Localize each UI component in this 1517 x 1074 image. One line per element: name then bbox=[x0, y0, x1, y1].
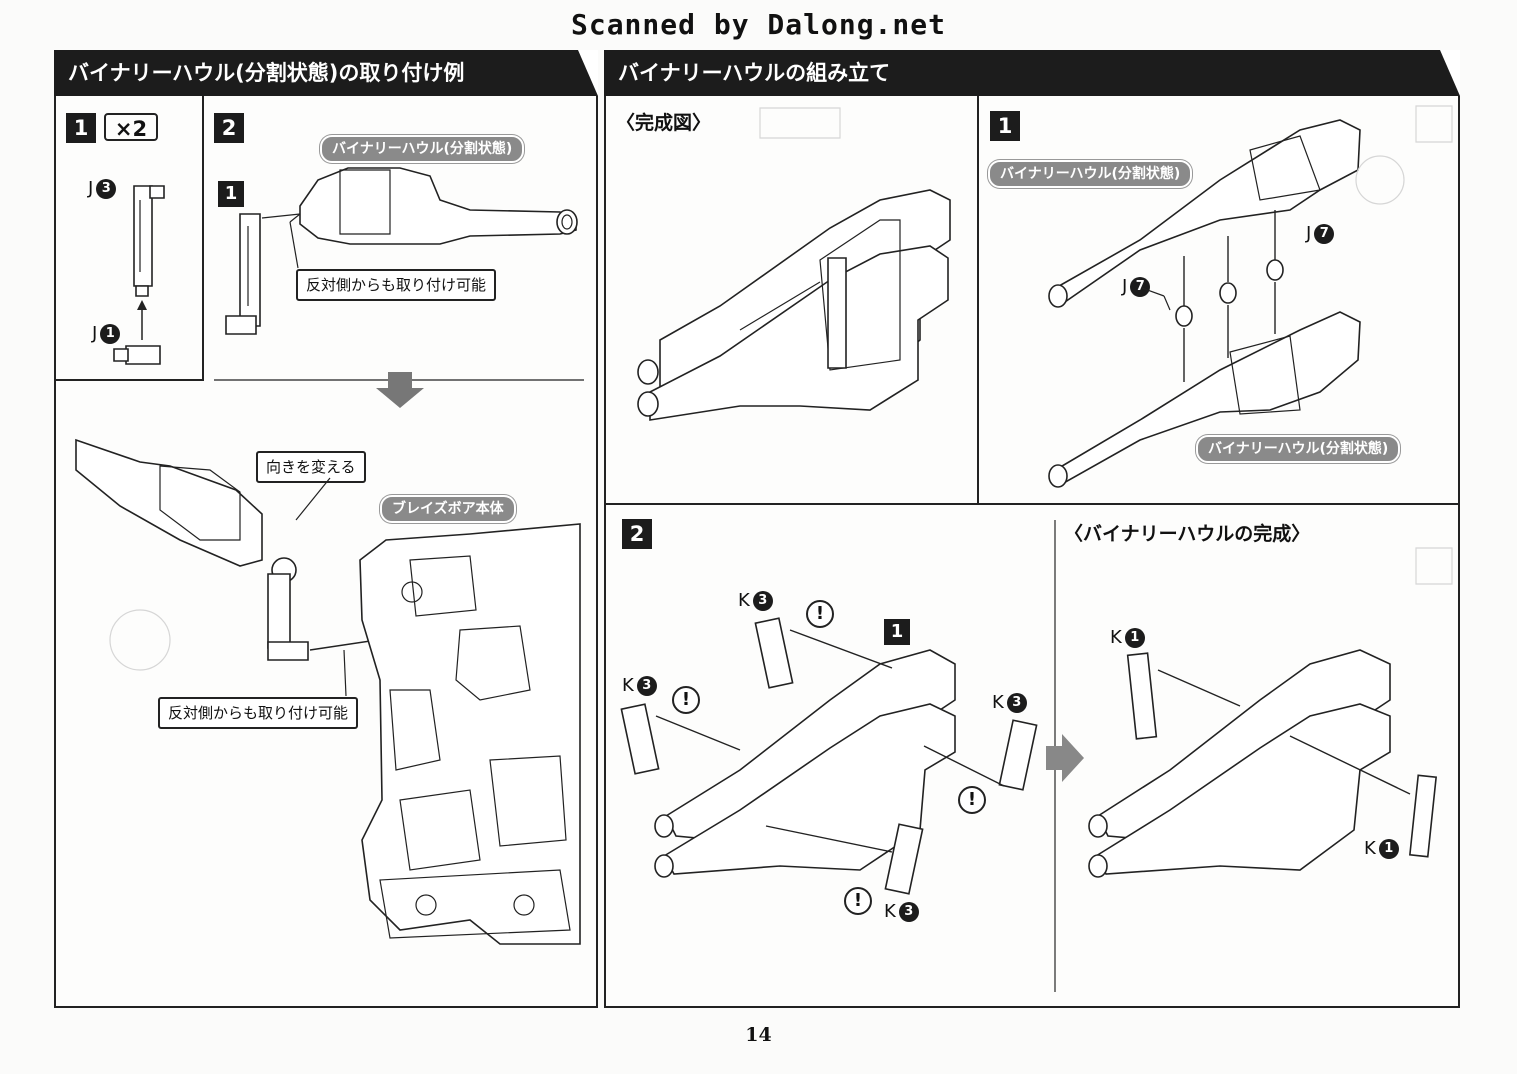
complete-title: 〈完成図〉 bbox=[616, 112, 712, 134]
part-number-dot: 7 bbox=[1314, 223, 1335, 244]
arrow-right-icon bbox=[1046, 734, 1084, 782]
step1-box bbox=[54, 96, 204, 381]
part-number-dot: 3 bbox=[96, 178, 117, 199]
part-number-dot: 3 bbox=[752, 590, 773, 611]
right-header-text: バイナリーハウルの組み立て bbox=[618, 61, 891, 85]
complete-view-drawing bbox=[638, 190, 950, 420]
label-pill-binary-howl: バイナリーハウル(分割状態) bbox=[320, 135, 525, 163]
left-step1-number: 1 bbox=[66, 113, 96, 143]
part-number-dot: 3 bbox=[898, 901, 919, 922]
right-step2-ref: 1 bbox=[884, 619, 910, 645]
part-letter: K bbox=[884, 901, 896, 922]
warning-icon: ! bbox=[806, 600, 834, 628]
part-label-j7-a: J 7 bbox=[1306, 223, 1335, 244]
part-letter: J bbox=[1306, 223, 1312, 244]
page-number: 14 bbox=[745, 1024, 772, 1046]
label-pill-top: バイナリーハウル(分割状態) bbox=[988, 160, 1193, 188]
multiplier-badge: ×2 bbox=[104, 113, 158, 141]
part-label-k3-d: K 3 bbox=[884, 901, 919, 922]
part-number-dot: 3 bbox=[1006, 692, 1027, 713]
label-pill-bottom: バイナリーハウル(分割状態) bbox=[1196, 435, 1401, 463]
callout-reversible: 反対側からも取り付け可能 bbox=[296, 269, 497, 301]
part-label-k3-c: K 3 bbox=[992, 692, 1027, 713]
warning-icon: ! bbox=[672, 686, 700, 714]
left-step2-ref: 1 bbox=[218, 181, 244, 207]
part-label-k3-b: K 3 bbox=[622, 675, 657, 696]
scan-banner: Scanned by Dalong.net bbox=[570, 8, 946, 41]
part-number-dot: 1 bbox=[1124, 627, 1145, 648]
part-letter: J bbox=[88, 178, 94, 199]
part-letter: K bbox=[992, 692, 1004, 713]
right-step1-number: 1 bbox=[990, 111, 1020, 141]
part-label-j7-b: J 7 bbox=[1122, 276, 1151, 297]
callout-turn: 向きを変える bbox=[256, 451, 366, 483]
part-letter: J bbox=[92, 323, 98, 344]
left-header-text: バイナリーハウル(分割状態)の取り付け例 bbox=[68, 61, 465, 85]
left-step2-number: 2 bbox=[214, 113, 244, 143]
part-number-dot: 7 bbox=[1130, 276, 1151, 297]
part-number-dot: 3 bbox=[636, 675, 657, 696]
right-panel-header: バイナリーハウルの組み立て bbox=[604, 50, 1460, 96]
part-letter: J bbox=[1122, 276, 1128, 297]
complete2-title: 〈バイナリーハウルの完成〉 bbox=[1064, 523, 1311, 545]
part-label-k1-a: K 1 bbox=[1110, 627, 1145, 648]
part-label-k3-a: K 3 bbox=[738, 590, 773, 611]
right-step2-number: 2 bbox=[622, 519, 652, 549]
label-pill-body: ブレイズボア本体 bbox=[380, 495, 516, 523]
part-label-j3: J 3 bbox=[88, 178, 117, 199]
part-label-j1: J 1 bbox=[92, 323, 121, 344]
left-panel-header: バイナリーハウル(分割状態)の取り付け例 bbox=[54, 50, 598, 96]
part-label-k1-b: K 1 bbox=[1364, 838, 1399, 859]
part-letter: K bbox=[1110, 627, 1122, 648]
warning-icon: ! bbox=[844, 887, 872, 915]
arrow-down-icon bbox=[376, 372, 424, 408]
part-number-dot: 1 bbox=[100, 323, 121, 344]
part-letter: K bbox=[1364, 838, 1376, 859]
part-letter: K bbox=[622, 675, 634, 696]
warning-icon: ! bbox=[958, 786, 986, 814]
part-letter: K bbox=[738, 590, 750, 611]
part-number-dot: 1 bbox=[1378, 838, 1399, 859]
callout-reversible-2: 反対側からも取り付け可能 bbox=[158, 697, 359, 729]
